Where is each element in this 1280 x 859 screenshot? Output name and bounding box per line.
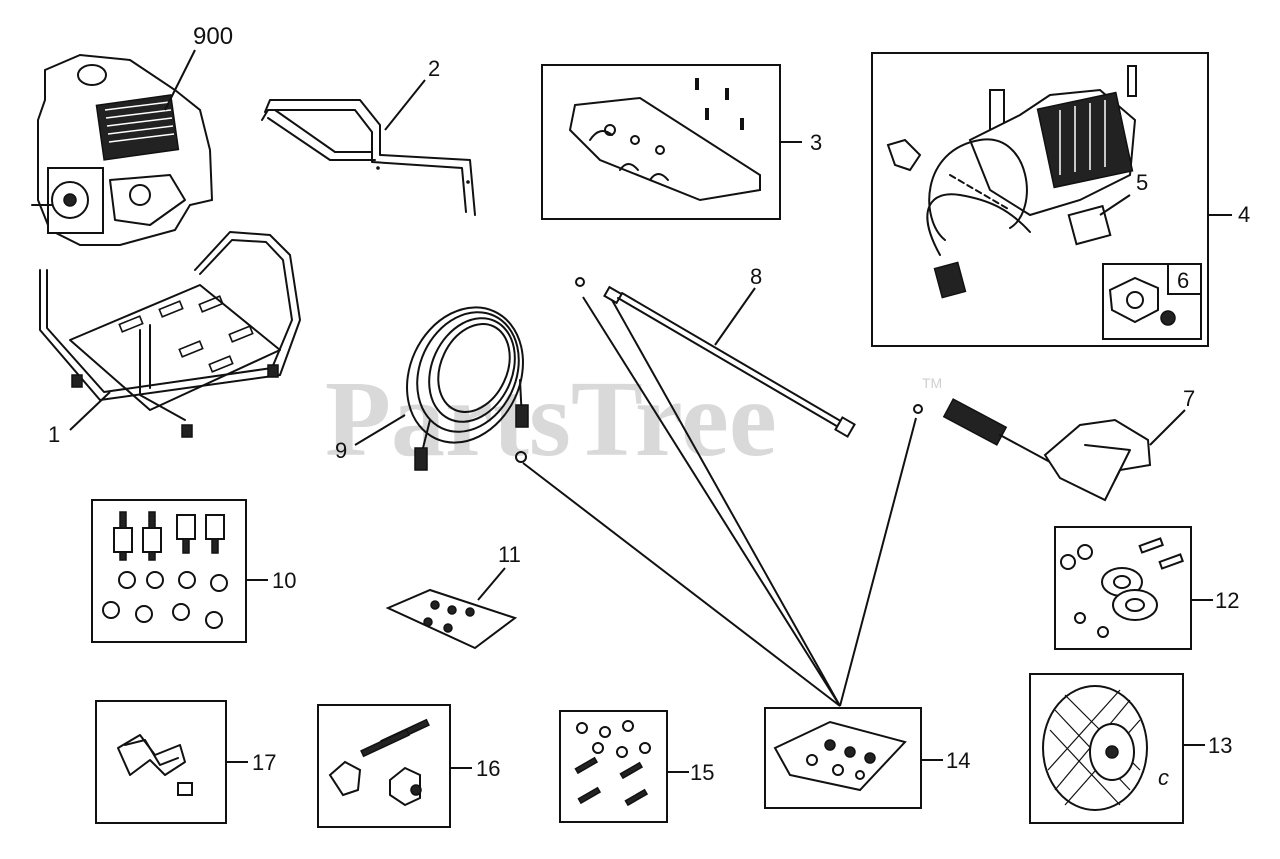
callout-10: 10 [272, 568, 296, 593]
watermark-text: PartsTree [325, 360, 777, 479]
hardware-bag-14-illustration[interactable] [773, 720, 907, 792]
leader-line-2 [384, 79, 426, 131]
wheel-illustration[interactable] [1042, 685, 1148, 811]
kit-box-16 [317, 704, 451, 828]
callout-5: 5 [1136, 170, 1148, 195]
bolt-kit-illustration[interactable] [574, 720, 651, 807]
callout-14: 14 [946, 748, 970, 773]
lance-illustration[interactable] [575, 277, 856, 438]
callout-11: 11 [498, 542, 521, 567]
callout-9: 9 [335, 438, 347, 463]
callout-1: 1 [48, 422, 60, 447]
engine-illustration[interactable] [31, 53, 214, 246]
knob-kit-illustration[interactable] [328, 718, 430, 807]
kit-box-6-tag [1167, 263, 1202, 295]
callout-7: 7 [1183, 386, 1195, 411]
callout-15: 15 [690, 760, 714, 785]
leader-line-9 [354, 414, 406, 446]
leader-line-7 [1149, 409, 1186, 446]
tire-mark: c [1158, 765, 1169, 790]
leader-line-11 [477, 567, 506, 601]
callout-12: 12 [1215, 588, 1239, 613]
callout-17: 17 [252, 750, 276, 775]
leader-line-900 [164, 49, 196, 111]
callout-8: 8 [750, 264, 762, 289]
isolator-kit-illustration[interactable] [102, 511, 228, 629]
pump-illustration[interactable] [886, 65, 1137, 299]
shroud-illustration[interactable] [568, 78, 761, 202]
callout-4: 4 [1238, 202, 1250, 227]
callout-13: 13 [1208, 733, 1232, 758]
hardware-bag-11-illustration[interactable] [385, 588, 518, 650]
spray-gun-illustration[interactable] [913, 398, 1152, 502]
callout-16: 16 [476, 756, 500, 781]
hose-illustration[interactable] [386, 288, 545, 471]
kit-box-17 [95, 700, 227, 824]
wheel-hardware-illustration[interactable] [1060, 537, 1184, 638]
leader-line-5 [1099, 194, 1131, 216]
nozzle-kit-illustration[interactable] [1108, 276, 1176, 326]
handle-illustration[interactable] [261, 99, 476, 216]
frame-illustration[interactable] [39, 231, 301, 438]
leader-line-8 [714, 287, 756, 346]
callout-6: 6 [1177, 268, 1189, 293]
callout-3: 3 [810, 130, 822, 155]
trademark-text: TM [922, 375, 942, 391]
callout-2: 2 [428, 56, 440, 81]
leader-lines-14 [522, 296, 917, 707]
wire-clip-illustration[interactable] [117, 734, 193, 796]
callout-900: 900 [193, 23, 233, 50]
leader-line-1 [69, 391, 111, 431]
